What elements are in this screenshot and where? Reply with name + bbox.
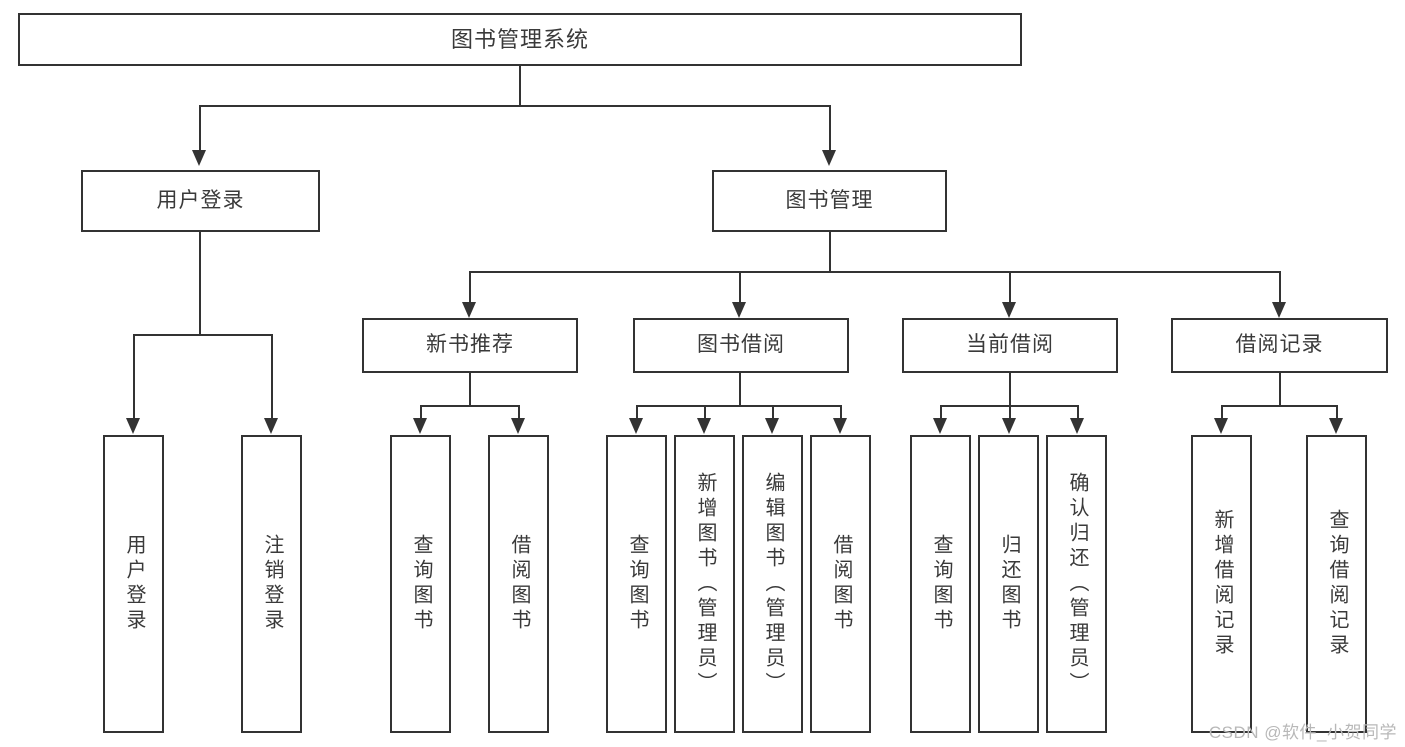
node-label: 新书推荐 [426,333,514,357]
edge-user-login-stem [199,232,201,335]
edge-to-book-borrow [739,271,741,304]
leaf-borrow-book-2[interactable]: 借阅图书 [810,435,871,733]
node-label: 查询图书 [930,534,952,634]
edge-root-stem [519,66,521,105]
edge-book-borrow-to-leaf3 [772,405,774,420]
arrow-down-icon [629,418,643,434]
leaf-query-book-3[interactable]: 查询图书 [910,435,971,733]
leaf-confirm-return-admin[interactable]: 确认归还（管理员） [1046,435,1107,733]
edge-to-new-book [469,271,471,304]
node-label: 图书借阅 [697,333,785,357]
arrow-down-icon [1002,418,1016,434]
node-borrow-record[interactable]: 借阅记录 [1171,318,1388,373]
arrow-down-icon [192,150,206,166]
node-label: 确认归还（管理员） [1066,471,1088,697]
node-root-system[interactable]: 图书管理系统 [18,13,1022,66]
leaf-add-book-admin[interactable]: 新增图书（管理员） [674,435,735,733]
arrow-down-icon [732,302,746,318]
arrow-down-icon [1272,302,1286,318]
node-label: 注销登录 [261,534,283,634]
arrow-down-icon [765,418,779,434]
node-label: 借阅图书 [830,534,852,634]
edge-book-borrow-to-leaf2 [704,405,706,420]
edge-borrow-record-stem [1279,373,1281,406]
node-label: 编辑图书（管理员） [762,471,784,697]
edge-book-borrow-stem [739,373,741,406]
edge-root-bus [199,105,831,107]
arrow-down-icon [511,418,525,434]
node-label: 当前借阅 [966,333,1054,357]
edge-new-book-bus [420,405,520,407]
leaf-add-borrow-record[interactable]: 新增借阅记录 [1191,435,1252,733]
edge-book-mgmt-bus [469,271,1281,273]
edge-borrow-record-bus [1221,405,1338,407]
leaf-user-login[interactable]: 用户登录 [103,435,164,733]
leaf-query-borrow-record[interactable]: 查询借阅记录 [1306,435,1367,733]
arrow-down-icon [264,418,278,434]
edge-book-borrow-to-leaf4 [840,405,842,420]
node-label: 图书管理系统 [450,26,589,52]
node-label: 查询图书 [410,534,432,634]
edge-new-book-to-leaf1 [420,405,422,420]
edge-current-borrow-stem [1009,373,1011,406]
edge-book-borrow-bus [636,405,842,407]
node-book-borrow[interactable]: 图书借阅 [633,318,849,373]
arrow-down-icon [933,418,947,434]
arrow-down-icon [413,418,427,434]
edge-new-book-to-leaf2 [518,405,520,420]
edge-to-current-borrow [1009,271,1011,304]
arrow-down-icon [1329,418,1343,434]
arrow-down-icon [1214,418,1228,434]
edge-borrow-record-to-leaf1 [1221,405,1223,420]
leaf-edit-book-admin[interactable]: 编辑图书（管理员） [742,435,803,733]
edge-user-login-bus [133,334,273,336]
node-book-management[interactable]: 图书管理 [712,170,947,232]
leaf-query-book-1[interactable]: 查询图书 [390,435,451,733]
arrow-down-icon [1002,302,1016,318]
node-label: 用户登录 [123,534,145,634]
node-label: 查询借阅记录 [1326,509,1348,659]
node-label: 查询图书 [626,534,648,634]
edge-book-borrow-to-leaf1 [636,405,638,420]
arrow-down-icon [697,418,711,434]
leaf-query-book-2[interactable]: 查询图书 [606,435,667,733]
edge-borrow-record-to-leaf2 [1336,405,1338,420]
node-label: 新增图书（管理员） [694,471,716,697]
edge-root-to-book-mgmt [829,105,831,152]
leaf-borrow-book-1[interactable]: 借阅图书 [488,435,549,733]
node-label: 新增借阅记录 [1211,509,1233,659]
edge-user-login-to-leaf1 [133,334,135,420]
node-user-login[interactable]: 用户登录 [81,170,320,232]
node-label: 用户登录 [156,188,245,212]
edge-root-to-user-login [199,105,201,152]
node-label: 图书管理 [785,188,874,212]
node-current-borrow[interactable]: 当前借阅 [902,318,1118,373]
edge-to-borrow-record [1279,271,1281,304]
arrow-down-icon [126,418,140,434]
arrow-down-icon [1070,418,1084,434]
leaf-logout[interactable]: 注销登录 [241,435,302,733]
arrow-down-icon [833,418,847,434]
arrow-down-icon [462,302,476,318]
edge-current-borrow-to-leaf3 [1077,405,1079,420]
node-label: 归还图书 [998,534,1020,634]
edge-new-book-stem [469,373,471,406]
edge-current-borrow-to-leaf2 [1009,405,1011,420]
node-new-book-recommend[interactable]: 新书推荐 [362,318,578,373]
node-label: 借阅记录 [1235,333,1324,357]
edge-book-mgmt-stem [829,232,831,272]
leaf-return-book[interactable]: 归还图书 [978,435,1039,733]
node-label: 借阅图书 [508,534,530,634]
arrow-down-icon [822,150,836,166]
edge-current-borrow-to-leaf1 [940,405,942,420]
edge-user-login-to-leaf2 [271,334,273,420]
watermark-text: CSDN @软件_小贺同学 [1208,723,1397,742]
